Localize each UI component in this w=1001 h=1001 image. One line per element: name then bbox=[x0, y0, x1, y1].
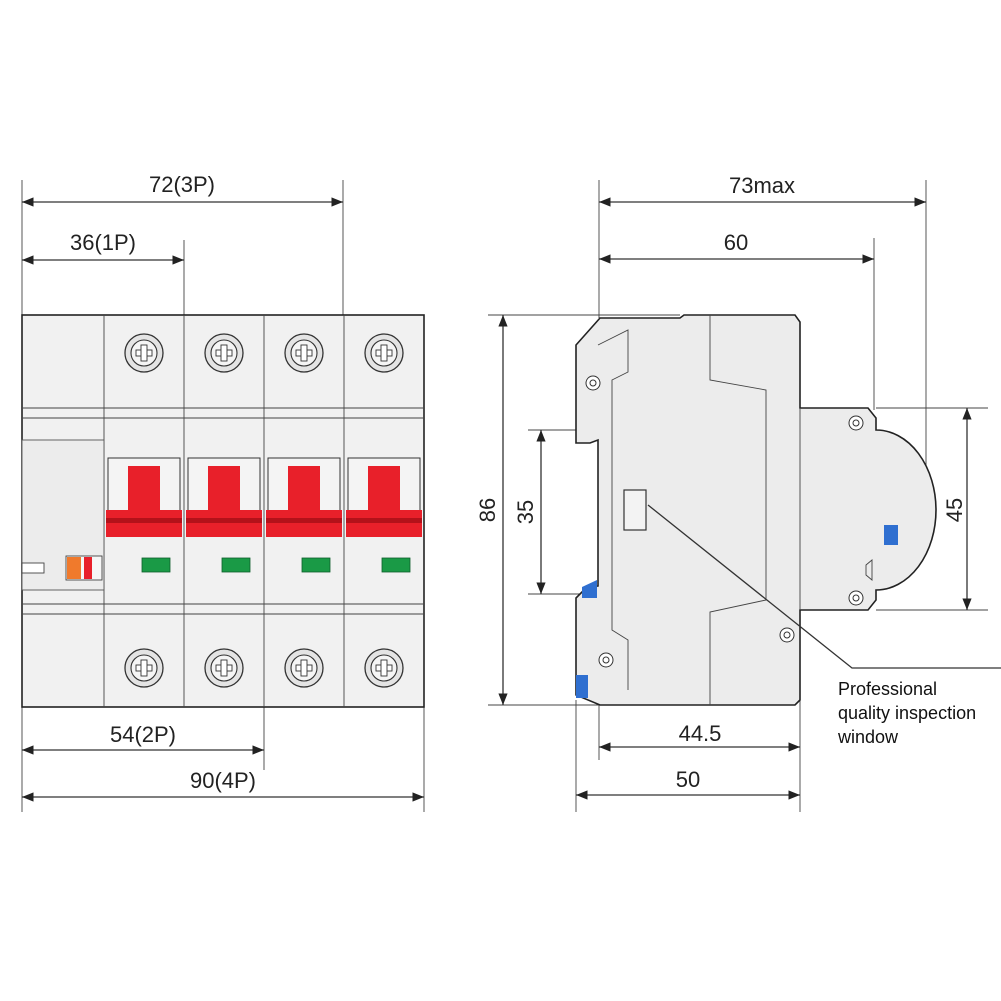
terminal-screw-top-4 bbox=[364, 333, 404, 373]
status-indicator-2 bbox=[221, 557, 251, 573]
handle-bar-4 bbox=[346, 523, 422, 537]
dim-label-36-1p: 36(1P) bbox=[70, 230, 136, 255]
side-screw-5 bbox=[598, 652, 614, 668]
callout-line-1: Professional bbox=[838, 679, 937, 699]
test-button-orange bbox=[67, 557, 81, 579]
dim-label-50: 50 bbox=[676, 767, 700, 792]
side-screw-2 bbox=[848, 415, 864, 431]
toggle-handle-4[interactable] bbox=[368, 466, 400, 510]
dim-label-44-5: 44.5 bbox=[679, 721, 722, 746]
handle-bar-top-1 bbox=[106, 510, 182, 518]
dim-label-60: 60 bbox=[724, 230, 748, 255]
toggle-handle-3[interactable] bbox=[288, 466, 320, 510]
handle-bar-shadow-1 bbox=[106, 518, 182, 523]
dim-label-86: 86 bbox=[475, 498, 500, 522]
rail-clip-lower-1 bbox=[582, 580, 597, 598]
terminal-screw-bottom-4 bbox=[364, 648, 404, 688]
terminal-screw-bottom-1 bbox=[124, 648, 164, 688]
handle-bar-top-4 bbox=[346, 510, 422, 518]
breaker-side-body bbox=[575, 314, 937, 706]
status-indicator-4 bbox=[381, 557, 411, 573]
handle-bar-top-2 bbox=[186, 510, 262, 518]
toggle-handle-1[interactable] bbox=[128, 466, 160, 510]
handle-bar-shadow-2 bbox=[186, 518, 262, 523]
terminal-screw-bottom-2 bbox=[204, 648, 244, 688]
dim-label-35: 35 bbox=[513, 500, 538, 524]
rail-clip-upper bbox=[884, 525, 898, 545]
dim-label-45: 45 bbox=[942, 498, 967, 522]
terminal-screw-top-2 bbox=[204, 333, 244, 373]
dim-label-72-3p: 72(3P) bbox=[149, 172, 215, 197]
side-view: 73max 60 86 35 45 44.5 50 bbox=[475, 173, 1001, 812]
callout-line-3: window bbox=[837, 727, 899, 747]
rail-clip-lower-2 bbox=[576, 675, 588, 698]
side-screw-4 bbox=[779, 627, 795, 643]
side-screw-3 bbox=[848, 590, 864, 606]
terminal-screw-bottom-3 bbox=[284, 648, 324, 688]
handle-bar-1 bbox=[106, 523, 182, 537]
handle-bar-2 bbox=[186, 523, 262, 537]
dim-label-73max: 73max bbox=[729, 173, 795, 198]
dim-label-90-4p: 90(4P) bbox=[190, 768, 256, 793]
breaker-modules bbox=[106, 333, 422, 688]
handle-bar-shadow-3 bbox=[266, 518, 342, 523]
terminal-screw-top-1 bbox=[124, 333, 164, 373]
callout-leader-line bbox=[647, 504, 1001, 669]
callout-line-2: quality inspection bbox=[838, 703, 976, 723]
dim-label-54-2p: 54(2P) bbox=[110, 722, 176, 747]
inspection-window bbox=[623, 489, 647, 531]
toggle-handle-2[interactable] bbox=[208, 466, 240, 510]
handle-bar-shadow-4 bbox=[346, 518, 422, 523]
test-button-red bbox=[84, 557, 92, 579]
status-indicator-1 bbox=[141, 557, 171, 573]
status-indicator-3 bbox=[301, 557, 331, 573]
side-screw-1 bbox=[585, 375, 601, 391]
rcd-slot bbox=[21, 562, 45, 574]
handle-bar-top-3 bbox=[266, 510, 342, 518]
terminal-screw-top-3 bbox=[284, 333, 324, 373]
handle-bar-3 bbox=[266, 523, 342, 537]
